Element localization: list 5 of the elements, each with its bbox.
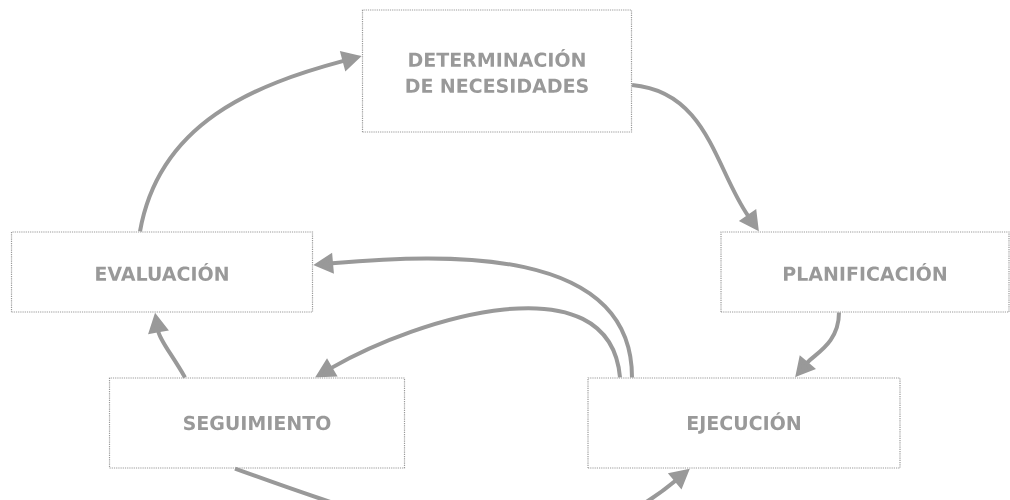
process-box: EVALUACIÓN	[10, 231, 314, 313]
process-box: EJECUCIÓN	[587, 377, 901, 469]
process-box: DETERMINACIÓN DE NECESIDADES	[361, 9, 633, 133]
process-box: PLANIFICACIÓN	[720, 231, 1010, 313]
process-box: SEGUIMIENTO	[108, 377, 406, 469]
